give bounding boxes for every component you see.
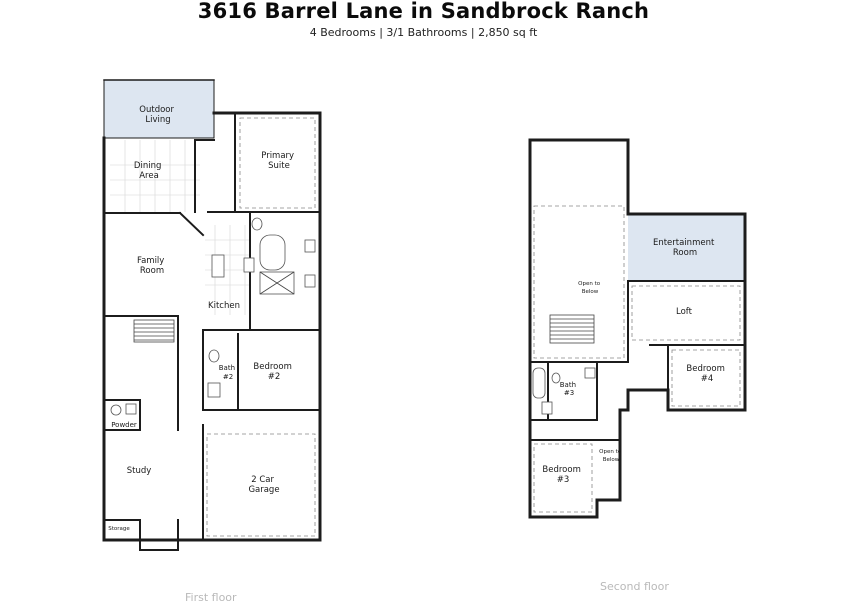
kitchen-label: Kitchen [208, 301, 240, 311]
bedroom4-outline [671, 349, 741, 407]
bath3-sink-icon-2 [541, 401, 553, 415]
storage-label: Storage [108, 526, 130, 532]
bathtub-icon [259, 234, 286, 271]
second-floor-caption: Second floor [600, 580, 669, 593]
open-to-below-2-label: Open to Below [599, 449, 623, 463]
second-floor-stairs [549, 314, 595, 344]
range-icon [211, 254, 225, 278]
entertainment-room-label: Entertainment Room [653, 238, 717, 258]
bedroom2-label: Bedroom #2 [253, 362, 294, 382]
outdoor-living-area [103, 79, 215, 139]
second-floor-plan: Open to Below Entertainment Room Loft Ba… [528, 138, 747, 519]
toilet-icon [251, 217, 263, 231]
dining-area-label: Dining Area [134, 161, 164, 181]
primary-suite-outline [239, 117, 316, 209]
powder-toilet-icon [110, 404, 122, 416]
bedroom4-label: Bedroom #4 [686, 364, 727, 384]
family-room-label: Family Room [137, 256, 167, 276]
page-subtitle: 4 Bedrooms | 3/1 Bathrooms | 2,850 sq ft [309, 26, 538, 39]
page-title: 3616 Barrel Lane in Sandbrock Ranch [197, 0, 650, 23]
sink-icon-2 [304, 274, 316, 288]
open-to-below-label: Open to Below [578, 281, 602, 295]
primary-suite-label: Primary Suite [261, 151, 297, 171]
bath3-sink-icon [584, 367, 596, 379]
garage-label: 2 Car Garage [248, 475, 279, 495]
first-floor-stairs [133, 319, 175, 343]
powder-label: Powder [111, 421, 137, 429]
sink-icon [304, 239, 316, 253]
open-to-below-outline [533, 205, 625, 359]
first-floor-plan: Outdoor Living Dining Area Primary Suite… [102, 79, 322, 551]
loft-label: Loft [676, 307, 693, 317]
study-label: Study [127, 466, 152, 476]
bath2-toilet-icon [208, 349, 220, 363]
dining-tile-pattern [110, 140, 200, 212]
bath2-label: Bath #2 [219, 364, 238, 381]
bath3-tub-icon [532, 367, 546, 399]
bedroom3-label: Bedroom #3 [542, 465, 583, 485]
powder-sink-icon [125, 403, 137, 415]
bath3-toilet-icon [551, 372, 561, 384]
entertainment-room-area [628, 214, 745, 281]
bedroom3-outline [533, 443, 593, 513]
bath3-label: Bath #3 [560, 381, 579, 397]
first-floor-caption: First floor [185, 591, 237, 604]
kitchen-sink-icon [243, 257, 255, 273]
bath2-sink-icon [207, 382, 221, 398]
loft-outline [631, 285, 741, 341]
outdoor-living-label: Outdoor Living [139, 105, 176, 125]
